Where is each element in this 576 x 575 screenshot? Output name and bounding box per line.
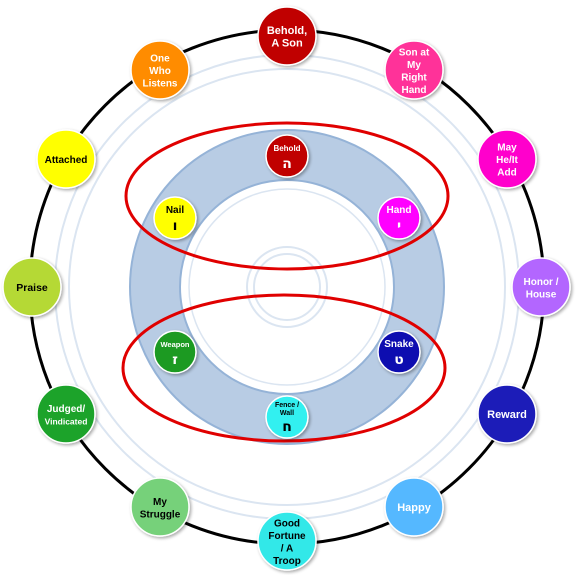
highlight-ellipses xyxy=(121,121,450,443)
inner-node-circle xyxy=(153,330,197,374)
inner-node-circle xyxy=(377,330,421,374)
inner-white-disc xyxy=(179,179,395,395)
outer-node-label-line: Behold, xyxy=(267,25,307,37)
inner-node-circle xyxy=(265,395,309,439)
center-ring-inner xyxy=(253,253,321,321)
inner-node-vav: Nail ו xyxy=(153,196,197,240)
hebrew-letter-glyph: ז xyxy=(172,352,178,368)
outer-node-label-line: Good xyxy=(274,518,300,529)
outer-node-circle xyxy=(384,40,444,100)
outer-node-label-line: He/It xyxy=(496,155,518,166)
inner-node-circle xyxy=(377,196,421,240)
outer-node-reuben: Behold,A Son xyxy=(257,6,317,66)
outer-node-circle xyxy=(257,6,317,66)
outer-node-label-line: Attached xyxy=(45,155,88,166)
outer-node-circle xyxy=(257,511,317,571)
outer-node-label-line: Troop xyxy=(273,556,301,567)
outer-node-asher: Happy xyxy=(384,477,444,537)
outer-node-circle xyxy=(477,384,537,444)
bottom-highlight-ellipse xyxy=(121,293,447,443)
inner-node-zayin: Weapon ז xyxy=(153,330,197,374)
outer-node-label-line: Struggle xyxy=(140,509,181,520)
outer-node-label-line: Happy xyxy=(397,502,432,514)
inner-node-circle xyxy=(153,196,197,240)
outer-node-label-line: House xyxy=(526,289,557,300)
inner-pale-ring xyxy=(188,188,386,386)
hebrew-letter-glyph: י xyxy=(397,218,401,234)
outer-node-levi: Attached xyxy=(36,129,96,189)
outer-node-label-line: Hand xyxy=(402,85,427,96)
hebrew-letter-glyph: ו xyxy=(173,218,178,234)
outer-node-circle xyxy=(2,257,62,317)
inner-node-he: Behold ה xyxy=(265,134,309,178)
outer-node-issachar: Reward xyxy=(477,384,537,444)
hebrew-letter-glyph: ט xyxy=(394,352,404,368)
pale-ring-middle xyxy=(68,68,506,506)
outer-node-circle xyxy=(477,129,537,189)
outer-node-circle xyxy=(130,40,190,100)
hebrew-letter-glyph: ח xyxy=(282,419,292,435)
outer-node-label-line: Who xyxy=(149,66,171,77)
outer-node-label-line: Praise xyxy=(16,282,48,294)
outer-node-label-line: My xyxy=(407,60,421,71)
outer-node-label-line: Add xyxy=(497,168,516,179)
inner-node-label: Hand xyxy=(387,205,412,216)
outer-node-label-line: One xyxy=(150,54,170,65)
inner-node-yod: Hand י xyxy=(377,196,421,240)
top-highlight-ellipse xyxy=(124,121,450,271)
outer-node-circle xyxy=(384,477,444,537)
inner-node-label: Snake xyxy=(384,339,414,350)
outer-node-label-line: / A xyxy=(281,543,293,554)
outer-node-judah: Praise xyxy=(2,257,62,317)
outer-node-label-line: May xyxy=(497,143,517,154)
inner-node-tet: Snake ט xyxy=(377,330,421,374)
outer-node-zebulun: Honor /House xyxy=(511,257,571,317)
outer-node-dan: Judged/Vindicated xyxy=(36,384,96,444)
outer-node-label-line: Judged/ xyxy=(47,404,86,415)
outer-node-label-line: A Son xyxy=(271,37,303,49)
outer-node-circle xyxy=(511,257,571,317)
inner-node-circle xyxy=(265,134,309,178)
outer-node-label-line: Right xyxy=(401,72,427,83)
outer-node-label-line: My xyxy=(153,497,167,508)
inner-node-label: Nail xyxy=(166,205,185,216)
inner-node-label: Behold xyxy=(273,144,300,153)
outer-node-label-line: Son at xyxy=(399,47,430,58)
background-rings xyxy=(28,28,546,546)
inner-node-chet: Fence /Wall ח xyxy=(265,395,309,439)
outer-node-label-line: Reward xyxy=(487,409,527,421)
inner-node-ring: Behold ה Hand י Snake ט Fence /Wall ח Weapon ז Nai… xyxy=(153,134,421,439)
outer-node-label-line: Listens xyxy=(142,79,177,90)
outer-node-label-line: Honor / xyxy=(524,277,559,288)
outer-node-circle xyxy=(36,384,96,444)
inner-node-label: Weapon xyxy=(160,340,189,349)
outer-node-circle xyxy=(130,477,190,537)
outer-node-label-line: Vindicated xyxy=(45,416,88,426)
outer-node-circle xyxy=(36,129,96,189)
center-ring-outer xyxy=(246,246,328,328)
hebrew-letter-glyph: ה xyxy=(282,156,292,172)
inner-node-label: Fence /Wall xyxy=(275,402,299,417)
outer-node-label-line: Fortune xyxy=(268,531,306,542)
